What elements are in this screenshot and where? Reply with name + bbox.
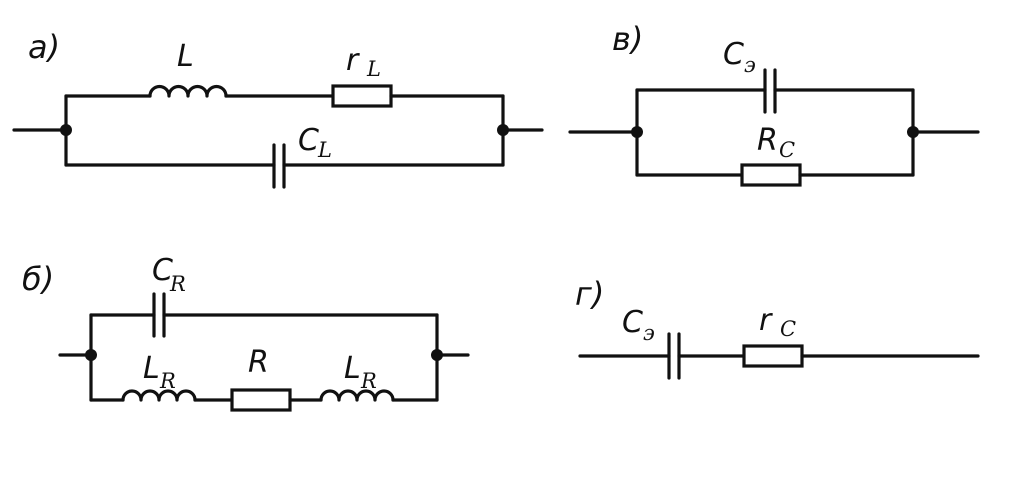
circuit-a-tag: а) (28, 28, 60, 66)
circuit-v-resistor-sub: C (779, 138, 795, 162)
circuit-b-capacitor-sub: R (169, 272, 186, 296)
circuit-b-inductor-right (319, 389, 395, 402)
circuit-v-node-right (907, 126, 919, 138)
circuit-b-node-left (85, 349, 97, 361)
circuit-g: г) C э r C (575, 275, 980, 380)
circuit-g-tag: г) (575, 275, 604, 313)
circuit-b-resistor-label: R (248, 345, 269, 380)
circuit-v-resistor-label: R (757, 123, 778, 158)
circuit-g-resistor (742, 344, 804, 368)
circuit-v: в) C э R C (568, 20, 980, 187)
circuit-a-capacitor-label: C (298, 123, 319, 158)
circuit-g-capacitor-label: C (622, 305, 643, 340)
circuit-b-inductor-left-sub: R (159, 369, 176, 393)
circuit-b-resistor (230, 388, 292, 412)
circuit-v-capacitor-label: C (723, 37, 744, 72)
circuit-g-resistor-label: r (759, 303, 773, 338)
circuit-g-resistor-sub: C (780, 317, 796, 341)
circuit-a-resistor-sub: L (366, 57, 381, 81)
circuit-b-node-right (431, 349, 443, 361)
circuit-a-inductor (148, 84, 228, 98)
circuit-a-inductor-label: L (177, 39, 194, 74)
circuit-b-inductor-right-sub: R (360, 369, 377, 393)
circuit-a: а) L r L C L (12, 28, 544, 189)
circuit-v-capacitor-sub: э (744, 53, 756, 77)
circuit-a-node-right (497, 124, 509, 136)
circuit-b-tag: б) (22, 260, 54, 298)
circuit-b: б) C R L R R L R (22, 253, 470, 412)
circuit-a-resistor-label: r (346, 43, 360, 78)
circuit-a-node-left (60, 124, 72, 136)
circuit-b-inductor-left-label: L (143, 351, 160, 386)
circuit-v-resistor (740, 163, 802, 187)
circuit-b-inductor-right-label: L (344, 351, 361, 386)
circuit-b-capacitor-label: C (152, 253, 173, 288)
circuit-v-node-left (631, 126, 643, 138)
circuit-v-tag: в) (612, 20, 643, 58)
circuit-a-resistor (331, 84, 393, 108)
circuit-b-inductor-left (121, 389, 197, 402)
circuit-g-capacitor-sub: э (643, 321, 655, 345)
circuit-a-capacitor-sub: L (317, 138, 332, 162)
